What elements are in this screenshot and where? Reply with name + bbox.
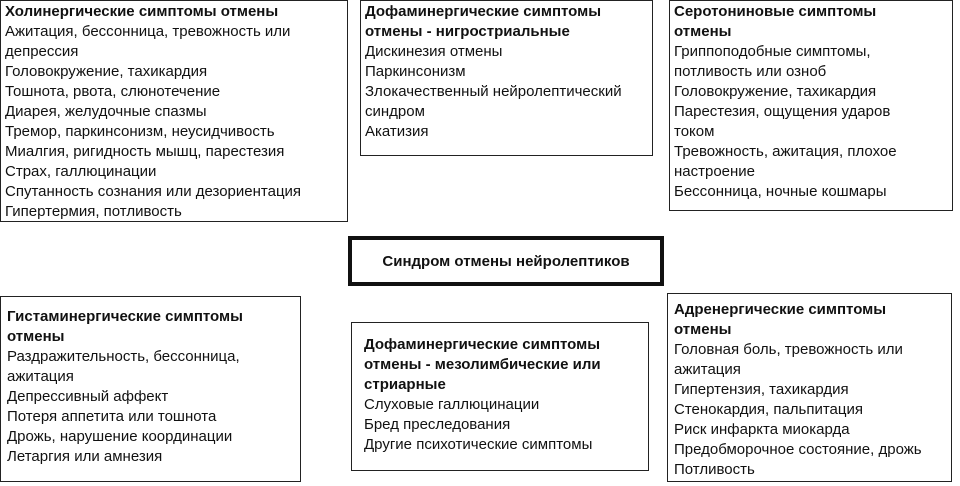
symptom-item: Головокружение, тахикардия	[674, 83, 877, 100]
box-title: Адренергические симптомы отмены	[674, 301, 887, 338]
box-title: Гистаминергические симптомы отмены	[7, 308, 243, 345]
symptom-item: Депрессивный аффект	[7, 388, 169, 405]
central-title-box: Синдром отмены нейролептиков	[348, 236, 664, 286]
central-title: Синдром отмены нейролептиков	[382, 252, 630, 270]
symptom-item: Гриппоподобные симптомы, потливость или …	[674, 43, 871, 80]
symptom-item: Ажитация, бессонница, тревожность или де…	[5, 23, 291, 60]
dopaminergic-nigrostriatal-box: Дофаминергические симптомы отмены - нигр…	[360, 0, 653, 156]
symptom-item: Головокружение, тахикардия	[5, 63, 208, 80]
symptom-item: Злокачественный нейролептический синдром	[365, 83, 622, 120]
symptom-item: Головная боль, тревожность или ажитация	[674, 341, 903, 378]
symptom-item: Раздражительность, бессонница, ажитация	[7, 348, 240, 385]
symptom-item: Гипертермия, потливость	[5, 203, 182, 220]
symptom-item: Риск инфаркта миокарда	[674, 421, 850, 438]
symptom-item: Дрожь, нарушение координации	[7, 428, 233, 445]
symptom-item: Бессонница, ночные кошмары	[674, 183, 887, 200]
symptom-item: Потеря аппетита или тошнота	[7, 408, 217, 425]
symptom-item: Гипертензия, тахикардия	[674, 381, 849, 398]
symptom-item: Диарея, желудочные спазмы	[5, 103, 207, 120]
symptom-item: Спутанность сознания или дезориентация	[5, 183, 302, 200]
symptom-item: Парестезия, ощущения ударов током	[674, 103, 891, 140]
symptom-item: Дискинезия отмены	[365, 43, 503, 60]
symptom-item: Страх, галлюцинации	[5, 163, 157, 180]
box-title: Дофаминергические симптомы отмены - мезо…	[364, 336, 601, 393]
symptom-item: Другие психотические симптомы	[364, 436, 593, 453]
symptom-item: Слуховые галлюцинации	[364, 396, 540, 413]
symptom-item: Стенокардия, пальпитация	[674, 401, 863, 418]
box-title: Серотониновые симптомы отмены	[674, 3, 877, 40]
dopaminergic-mesolimbic-box: Дофаминергические симптомы отмены - мезо…	[351, 322, 649, 471]
symptom-item: Потливость	[674, 461, 755, 478]
symptom-item: Акатизия	[365, 123, 429, 140]
box-title: Дофаминергические симптомы отмены - нигр…	[365, 3, 602, 40]
symptom-item: Тревожность, ажитация, плохое настроение	[674, 143, 897, 180]
box-title: Холинергические симптомы отмены	[5, 3, 279, 20]
symptom-item: Бред преследования	[364, 416, 511, 433]
symptom-item: Летаргия или амнезия	[7, 448, 163, 465]
symptom-item: Предобморочное состояние, дрожь	[674, 441, 922, 458]
symptom-item: Паркинсонизм	[365, 63, 466, 80]
symptom-item: Тошнота, рвота, слюнотечение	[5, 83, 221, 100]
symptom-item: Миалгия, ригидность мышц, парестезия	[5, 143, 285, 160]
symptom-item: Тремор, паркинсонизм, неусидчивость	[5, 123, 275, 140]
